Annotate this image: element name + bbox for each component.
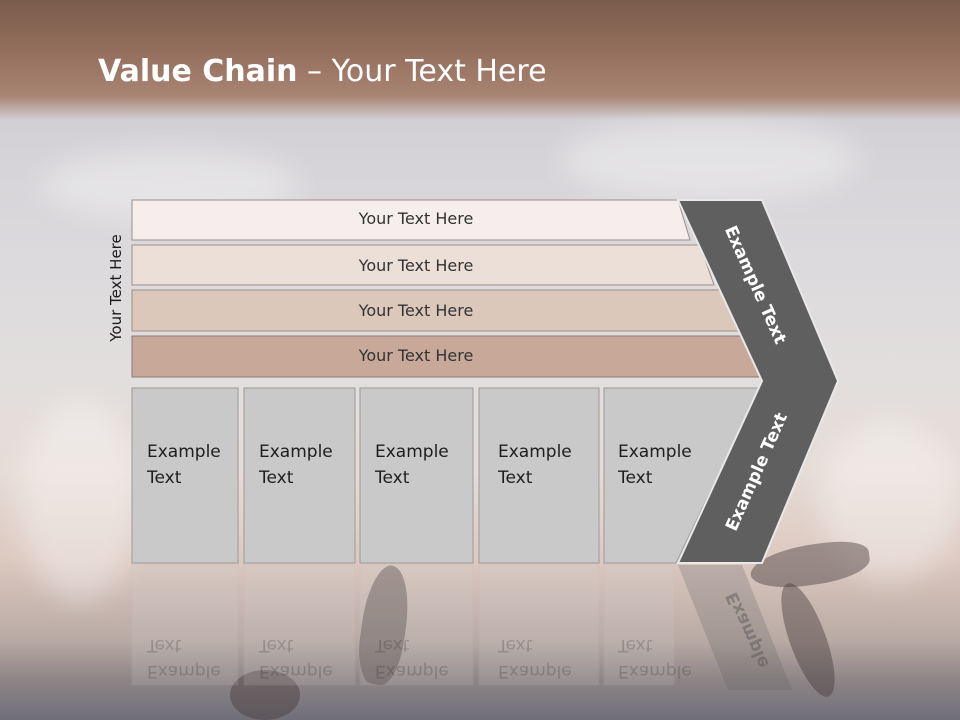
- primary-box-label-5: Example Text: [618, 439, 692, 491]
- background-cloud: [820, 420, 960, 580]
- primary-box-label-4: Example Text: [498, 439, 572, 491]
- title-bold: Value Chain: [98, 54, 298, 89]
- reflection-box: [243, 564, 356, 686]
- header-band: [0, 0, 960, 120]
- support-bar-label-1: Your Text Here: [358, 209, 474, 228]
- reflection-line2: Text: [375, 635, 410, 655]
- primary-box-label-3: Example Text: [375, 439, 449, 491]
- primary-box-5: [603, 387, 761, 564]
- support-bar-2: [131, 244, 715, 286]
- primary-box-4: [478, 387, 600, 564]
- reflection-line1: Example: [618, 661, 692, 681]
- reflection-label-4: Example Text: [498, 632, 572, 684]
- primary-box-label-line1: Example: [618, 442, 692, 462]
- primary-box-1: [131, 387, 239, 564]
- chevron-reflection: [678, 565, 792, 690]
- reflection-line2: Text: [259, 635, 294, 655]
- primary-box-label-line1: Example: [375, 442, 449, 462]
- reflection-box: [478, 564, 600, 686]
- reflection-line1: Example: [375, 661, 449, 681]
- primary-box-label-2: Example Text: [259, 439, 333, 491]
- support-bar-1: [131, 199, 691, 241]
- reflection-line1: Example: [147, 661, 221, 681]
- support-bar-label-4: Your Text Here: [358, 346, 474, 365]
- background-cloud: [20, 400, 140, 600]
- primary-box-label-line2: Text: [147, 468, 182, 488]
- primary-box-2: [243, 387, 356, 564]
- background-cloud: [560, 120, 860, 200]
- primary-box-label-line2: Text: [375, 468, 410, 488]
- reflection-label-5: Example Text: [618, 632, 692, 684]
- primary-box-label-line2: Text: [259, 468, 294, 488]
- title-rest: – Your Text Here: [297, 54, 547, 89]
- primary-box-label-line1: Example: [147, 442, 221, 462]
- reflection-label-3: Example Text: [375, 632, 449, 684]
- reflection-box: [359, 564, 474, 686]
- support-bar-label-2: Your Text Here: [358, 256, 474, 275]
- reflection-label-1: Example Text: [147, 632, 221, 684]
- primary-box-3: [359, 387, 474, 564]
- reflection-box: [131, 564, 239, 686]
- support-bar-label-3: Your Text Here: [358, 301, 474, 320]
- primary-box-label-line2: Text: [618, 468, 653, 488]
- primary-box-label-line1: Example: [498, 442, 572, 462]
- reflection-line2: Text: [147, 635, 182, 655]
- primary-box-label-line1: Example: [259, 442, 333, 462]
- slide-title: Value Chain – Your Text Here: [98, 54, 547, 89]
- reflection-line2: Text: [498, 635, 533, 655]
- reflection-line1: Example: [498, 661, 572, 681]
- reflection-line1: Example: [259, 661, 333, 681]
- reflection-box: [603, 564, 675, 686]
- reflection-label-2: Example Text: [259, 632, 333, 684]
- primary-box-label-1: Example Text: [147, 439, 221, 491]
- primary-box-label-line2: Text: [498, 468, 533, 488]
- dolphin-image: [230, 670, 300, 720]
- reflection-line2: Text: [618, 635, 653, 655]
- reflection-group: [131, 564, 675, 686]
- margin-chevron: [676, 199, 840, 564]
